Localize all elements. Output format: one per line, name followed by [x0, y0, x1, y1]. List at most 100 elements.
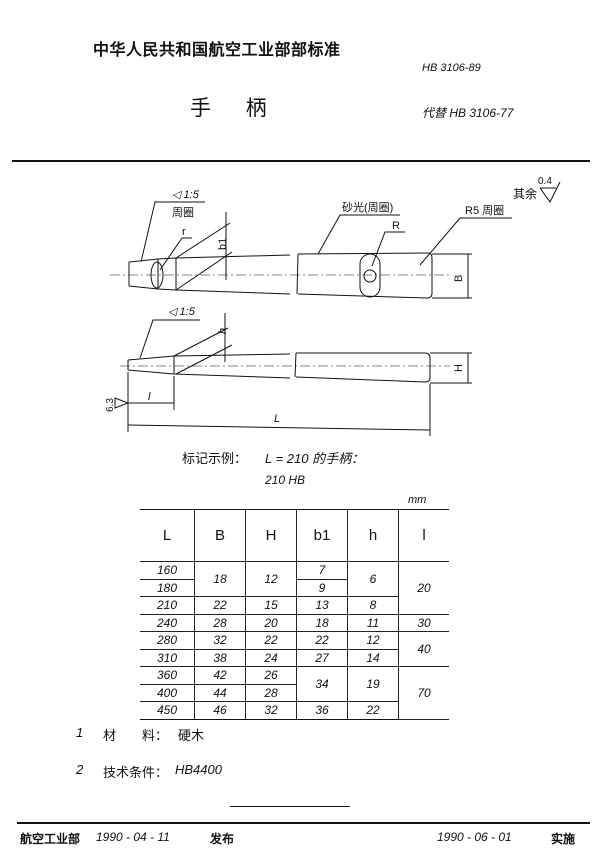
cell: 12	[245, 561, 297, 597]
R-label: R	[392, 220, 400, 232]
table-row: 160 18 12 7 6 20	[140, 561, 449, 615]
table-row: 240 28 20 18 11 30	[140, 614, 449, 632]
table-row: 360 42 26 34 19 70	[140, 666, 449, 720]
issued-label: 发布	[210, 832, 235, 846]
L-label: L	[274, 413, 280, 425]
part-name: 手 柄	[190, 96, 281, 120]
header-B: B	[194, 509, 246, 562]
effective-date: 1990 - 06 - 01	[437, 830, 512, 844]
cell: 7	[296, 561, 348, 580]
r-label: r	[182, 226, 186, 238]
cell: 36	[296, 701, 348, 720]
cell: 18	[194, 561, 246, 597]
cell: 11	[347, 614, 399, 632]
table-row: 310 38 24 27 14	[140, 649, 449, 667]
cell: 12	[347, 631, 399, 650]
issuer: 航空工业部	[20, 832, 81, 846]
header-L: L	[140, 509, 195, 562]
cell: 160	[140, 561, 195, 580]
header-H: H	[245, 509, 297, 562]
note-label: 材 料：	[103, 729, 169, 744]
unit-label: mm	[408, 494, 427, 506]
cell: 22	[245, 631, 297, 650]
top-view	[110, 181, 561, 299]
cell: 20	[398, 561, 449, 615]
cell: 27	[296, 649, 348, 667]
sanded-label: 砂光(周圈)	[342, 200, 393, 214]
end-line	[230, 806, 350, 807]
cell: 180	[140, 579, 195, 597]
cell: 42	[194, 666, 246, 685]
around-label: 周圈	[172, 206, 194, 219]
note-number: 1	[76, 725, 84, 740]
marking-designation: 210 HB	[264, 473, 305, 487]
cell: 360	[140, 666, 195, 685]
R5-label: R5 周圈	[465, 204, 504, 217]
taper-label-2: ◁ 1:5	[168, 306, 196, 318]
B-label: B	[453, 275, 465, 282]
cell: 32	[194, 631, 246, 650]
table-row: 180 9	[140, 579, 449, 597]
cell: 28	[194, 614, 246, 632]
cell: 32	[245, 701, 297, 720]
table-row: 210 22 15 13 8	[140, 596, 449, 615]
footer-divider	[17, 822, 590, 824]
cell: 240	[140, 614, 195, 632]
taper-label: ◁ 1:5	[172, 189, 200, 201]
cell: 400	[140, 684, 195, 702]
cell: 450	[140, 701, 195, 720]
replaces-standard: 代替 HB 3106-77	[422, 106, 514, 120]
marking-example: L = 210 的手柄：	[265, 451, 364, 466]
cell: 310	[140, 649, 195, 667]
cell: 14	[347, 649, 399, 667]
cell: 8	[347, 596, 399, 615]
table-header-row: L B H b1 h l	[140, 509, 449, 562]
cell: 28	[245, 684, 297, 702]
header-divider	[12, 160, 590, 162]
rest-label: 其余	[513, 186, 537, 201]
cell: 19	[347, 666, 399, 702]
cell: 18	[296, 614, 348, 632]
cell: 15	[245, 596, 297, 615]
l-label: l	[148, 391, 151, 403]
cell: 40	[398, 631, 449, 667]
header-h: h	[347, 509, 399, 562]
cell: 13	[296, 596, 348, 615]
cell: 6	[347, 561, 399, 597]
note-label: 技术条件：	[103, 766, 169, 781]
cell: 210	[140, 596, 195, 615]
standard-code: HB 3106-89	[422, 62, 481, 74]
header-l: l	[398, 509, 449, 562]
cell: 22	[347, 701, 399, 720]
table-row: 280 32 22 22 12 40	[140, 631, 449, 667]
side-view	[114, 313, 472, 436]
cell: 70	[398, 666, 449, 720]
note-value: 硬木	[178, 729, 205, 744]
table-row: 400 44 28	[140, 684, 449, 702]
cell: 20	[245, 614, 297, 632]
cell: 22	[194, 596, 246, 615]
cell: 30	[398, 614, 449, 632]
roughness-main: 0.4	[538, 176, 552, 187]
H-label: H	[453, 364, 465, 372]
cell: 280	[140, 631, 195, 650]
cell: 22	[296, 631, 348, 650]
cell: 38	[194, 649, 246, 667]
cell: 34	[296, 666, 348, 702]
cell: 26	[245, 666, 297, 685]
cell: 46	[194, 701, 246, 720]
cell: 9	[296, 579, 348, 597]
b1-label: b1	[217, 238, 229, 250]
issue-date: 1990 - 04 - 11	[96, 830, 170, 844]
dimension-table: L B H b1 h l 160 18 12 7 6 20 180 9 210 …	[140, 509, 449, 720]
effective-label: 实施	[551, 832, 576, 846]
cell: 24	[245, 649, 297, 667]
note-value: HB4400	[175, 762, 222, 777]
cell: 44	[194, 684, 246, 702]
note-number: 2	[76, 762, 84, 777]
technical-drawing: ◁ 1:5 周圈 r b1 砂光(周圈) R R5 周圈 其余 0.4 ◁ 1:…	[105, 176, 561, 487]
h-label: h	[217, 328, 229, 334]
table-row: 450 46 32 36 22	[140, 701, 449, 720]
org-title: 中华人民共和国航空工业部部标准	[93, 40, 341, 59]
marking-label: 标记示例：	[182, 451, 247, 466]
